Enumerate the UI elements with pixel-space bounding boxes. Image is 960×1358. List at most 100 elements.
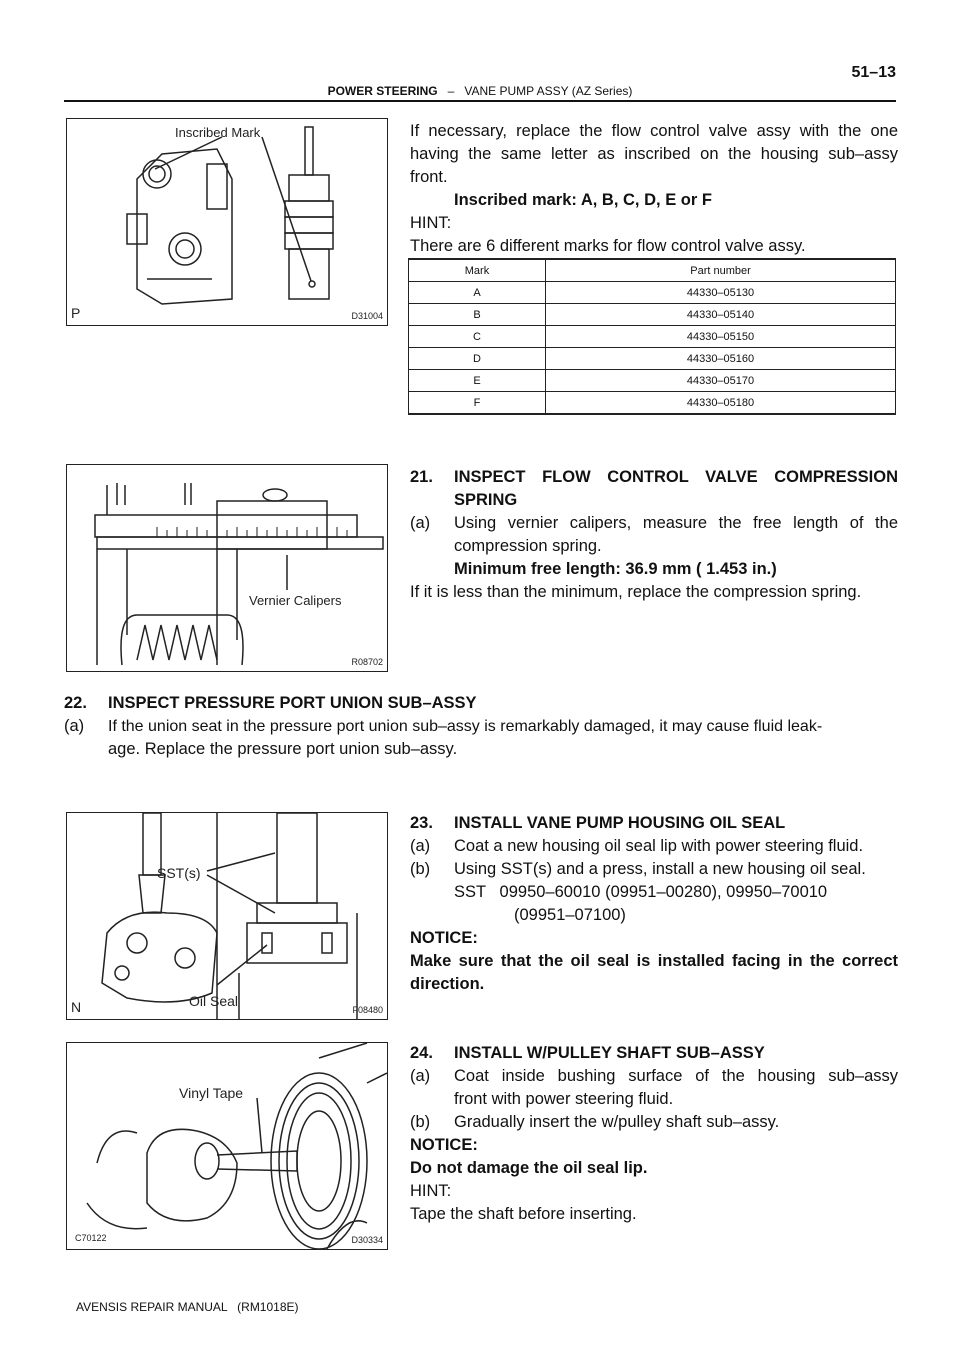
substep-b: (b) Using SST(s) and a press, install a n… [410, 858, 898, 881]
table-header-part: Part number [545, 258, 896, 282]
header-subsection: VANE PUMP ASSY (AZ Series) [464, 84, 633, 98]
cell-mark: D [408, 347, 546, 370]
caliper-illustration [94, 483, 384, 666]
substep-text: front with power steering fluid. [454, 1090, 674, 1108]
paragraph-line: If necessary, replace the flow control v… [410, 122, 898, 140]
label-vernier-calipers: Vernier Calipers [249, 593, 342, 608]
step-number: 24. [410, 1044, 433, 1062]
figure-inscribed-mark: Inscribed Mark P D31004 [66, 118, 388, 326]
substep-text: Coat inside bushing surface of the housi… [454, 1067, 898, 1085]
cell-mark: C [408, 325, 546, 348]
figure-code: D30334 [351, 1235, 383, 1245]
substep-text: Using vernier calipers, measure the free… [454, 514, 898, 532]
step-title: INSTALL W/PULLEY SHAFT SUB–ASSY [454, 1044, 765, 1062]
header-section: POWER STEERING [327, 84, 438, 98]
cell-part: 44330–05180 [545, 391, 896, 415]
step-title-line: INSPECT FLOW CONTROL VALVE COMPRESSION [454, 468, 898, 486]
substep-text: age. Replace the pressure port union sub… [108, 740, 458, 758]
paragraph-line: having the same letter as inscribed on t… [410, 145, 898, 163]
notice-label: NOTICE: [410, 929, 478, 947]
step-24: 24. INSTALL W/PULLEY SHAFT SUB–ASSY (a) C… [410, 1042, 898, 1226]
notice-text: Make sure that the oil seal is installed… [410, 952, 898, 970]
paragraph-line: front. [410, 168, 448, 186]
notice-text: Do not damage the oil seal lip. [410, 1159, 648, 1177]
figure-code: F08480 [352, 1005, 383, 1015]
hint-text: There are 6 different marks for flow con… [410, 237, 806, 255]
header-title: POWER STEERING – VANE PUMP ASSY (AZ Seri… [64, 84, 896, 98]
table-header-mark: Mark [408, 258, 546, 282]
substep-label: (b) [410, 860, 431, 878]
cell-part: 44330–05140 [545, 303, 896, 326]
step-22-title: 22. INSPECT PRESSURE PORT UNION SUB–ASSY [64, 692, 898, 715]
valve-replace-text: If necessary, replace the flow control v… [410, 120, 898, 258]
cell-mark: B [408, 303, 546, 326]
figure-vernier-calipers: Vernier Calipers R08702 [66, 464, 388, 672]
sst-numbers: SST 09950–60010 (09951–00280), 09950–700… [454, 883, 828, 901]
notice-text: direction. [410, 975, 485, 993]
substep-text: compression spring. [454, 537, 602, 555]
page-header: POWER STEERING – VANE PUMP ASSY (AZ Seri… [64, 60, 896, 102]
substep-text: If the union seat in the pressure port u… [108, 718, 823, 735]
step-23-title: 23.INSTALL VANE PUMP HOUSING OIL SEAL [410, 812, 898, 835]
substep-a: (a) Using vernier calipers, measure the … [410, 512, 898, 535]
substep-label: (a) [410, 1067, 431, 1085]
hint-label: HINT: [410, 1182, 452, 1200]
cell-part: 44330–05130 [545, 281, 896, 304]
substep-a: (a) Coat a new housing oil seal lip with … [410, 835, 898, 858]
cell-part: 44330–05160 [545, 347, 896, 370]
step-title: INSPECT PRESSURE PORT UNION SUB–ASSY [108, 694, 477, 712]
label-oil-seal: Oil Seal [189, 993, 239, 1009]
step-number: 22. [64, 694, 87, 712]
label-inscribed-mark: Inscribed Mark [175, 125, 261, 140]
figure-oil-seal: SST(s) Oil Seal N F08480 [66, 812, 388, 1020]
substep-label: (a) [64, 717, 85, 735]
inscribed-mark-spec: Inscribed mark: A, B, C, D, E or F [454, 191, 712, 209]
pulley-shaft-illustration [86, 1043, 387, 1249]
pump-housing-illustration [126, 126, 334, 305]
cell-part: 44330–05170 [545, 369, 896, 392]
cell-mark: A [408, 281, 546, 304]
table-header-row: Mark Part number [408, 258, 896, 282]
figure-code: D31004 [351, 311, 383, 321]
figure-code: R08702 [351, 657, 383, 667]
substep-text: Gradually insert the w/pulley shaft sub–… [454, 1113, 780, 1131]
page-footer: AVENSIS REPAIR MANUAL (RM1018E) [76, 1300, 299, 1314]
step-title-line: SPRING [454, 491, 518, 509]
step-21: 21. INSPECT FLOW CONTROL VALVE COMPRESSI… [410, 466, 898, 604]
cell-mark: E [408, 369, 546, 392]
figure-vinyl-tape: Vinyl Tape C70122 D30334 [66, 1042, 388, 1250]
substep-label: (a) [410, 514, 431, 532]
notice-label: NOTICE: [410, 1136, 478, 1154]
page-number: 51–13 [851, 64, 897, 81]
cell-mark: F [408, 391, 546, 415]
step-number: 21. [410, 468, 433, 486]
cell-part: 44330–05150 [545, 325, 896, 348]
substep-text: Coat a new housing oil seal lip with pow… [454, 837, 864, 855]
substep-text: Using SST(s) and a press, install a new … [454, 860, 866, 878]
hint-text: Tape the shaft before inserting. [410, 1205, 637, 1223]
figure-letter: N [71, 999, 82, 1015]
min-free-length-spec: Minimum free length: 36.9 mm ( 1.453 in.… [454, 560, 777, 578]
label-sst: SST(s) [157, 865, 201, 881]
header-separator: – [447, 84, 455, 98]
hint-label: HINT: [410, 214, 452, 232]
substep-a: (a) Coat inside bushing surface of the h… [410, 1065, 898, 1088]
step-24-title: 24. INSTALL W/PULLEY SHAFT SUB–ASSY [410, 1042, 898, 1065]
step-22: 22.INSPECT PRESSURE PORT UNION SUB–ASSY … [64, 692, 898, 761]
substep-a: (a) If the union seat in the pressure po… [64, 715, 898, 738]
step-21-title: 21. INSPECT FLOW CONTROL VALVE COMPRESSI… [410, 466, 898, 489]
substep-label: (a) [410, 837, 431, 855]
label-vinyl-tape: Vinyl Tape [179, 1085, 244, 1101]
step-23: 23.INSTALL VANE PUMP HOUSING OIL SEAL (a… [410, 812, 898, 996]
substep-label: (b) [410, 1113, 431, 1131]
step-title: INSTALL VANE PUMP HOUSING OIL SEAL [454, 814, 786, 832]
replace-note: If it is less than the minimum, replace … [410, 583, 862, 601]
figure-letter: P [71, 305, 81, 321]
